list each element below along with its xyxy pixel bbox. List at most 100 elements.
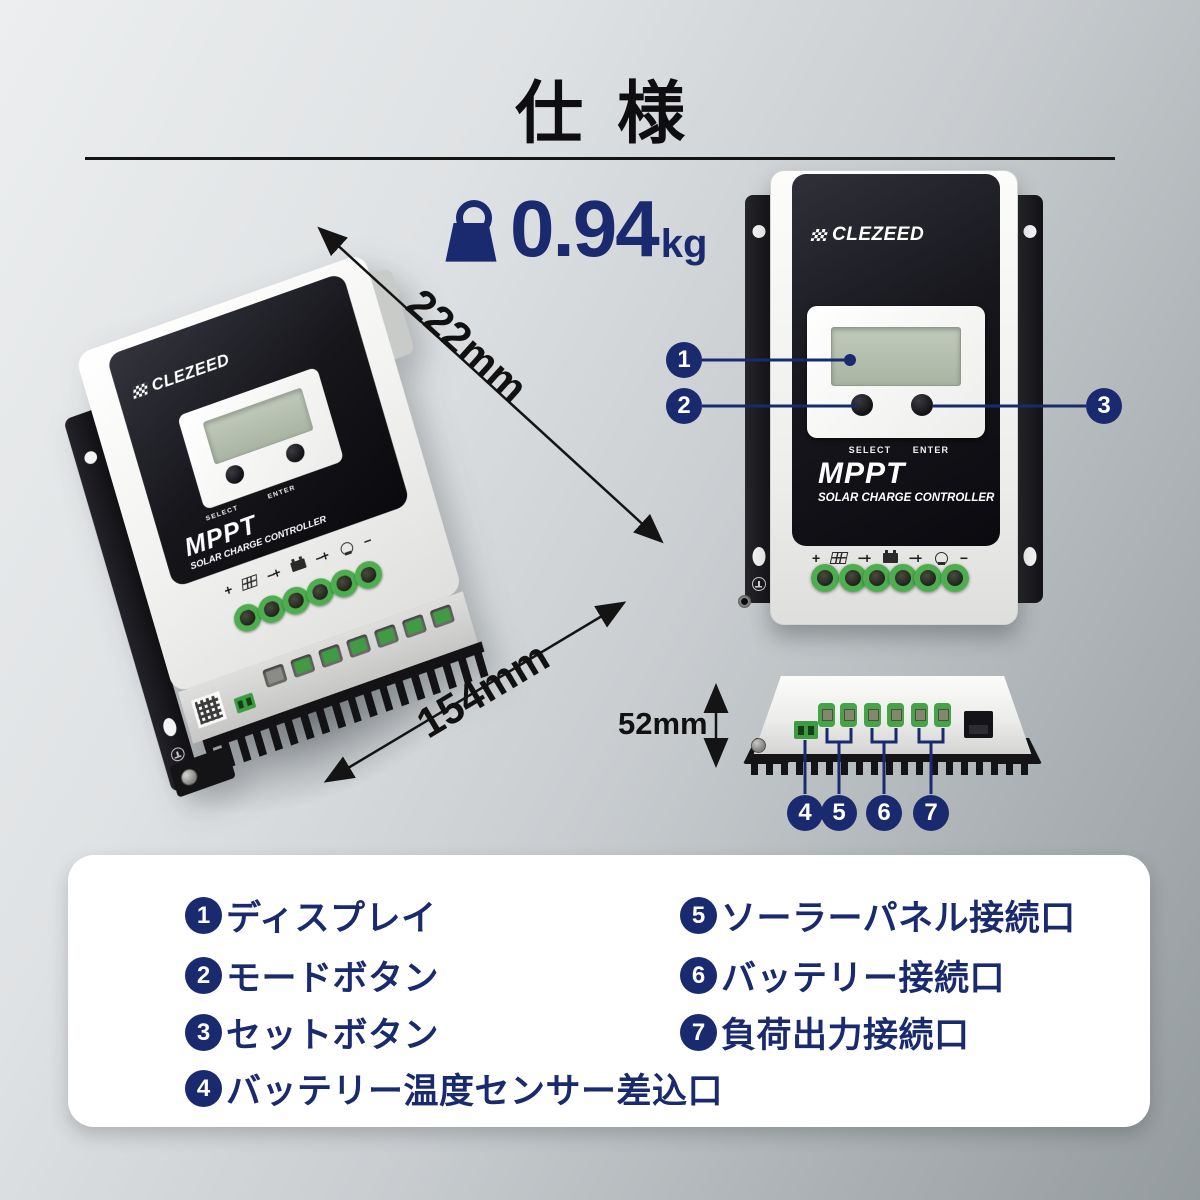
screw-hole	[160, 716, 178, 739]
terminal-screw	[863, 564, 891, 592]
minus-sign: −	[959, 550, 968, 566]
legend-label: ディスプレイ	[226, 899, 437, 938]
legend-item-temp-sensor: 4 バッテリー温度センサー差込口	[185, 1063, 723, 1114]
select-button-label: SELECT	[848, 445, 892, 455]
screw-hole	[82, 449, 99, 466]
mounting-ear	[738, 195, 772, 608]
solar-terminal-signs: + −	[222, 566, 277, 599]
callout-circle-1: 1	[666, 342, 702, 378]
callout-circle-2: 2	[666, 388, 702, 424]
screw-knob	[751, 738, 766, 753]
qr-pattern	[194, 694, 224, 725]
battery-terminal	[864, 703, 881, 727]
checkered-flag-icon	[810, 229, 829, 241]
lcd-bezel	[807, 306, 985, 438]
lcd-screen	[831, 327, 961, 386]
load-terminal-signs: + −	[914, 550, 968, 566]
enter-button	[283, 441, 307, 465]
title-divider	[85, 157, 1115, 160]
select-button	[851, 394, 873, 416]
legend-label: バッテリー接続口	[721, 959, 1006, 998]
battery-terminal-signs: + −	[863, 550, 917, 566]
terminal-screw	[811, 564, 839, 592]
callout-circle-5: 5	[821, 795, 857, 831]
callout-circle-3: 3	[1086, 388, 1122, 424]
legend-item-battery-port: 6 バッテリー接続口	[680, 950, 1005, 1001]
product-subtitle: SOLAR CHARGE CONTROLLER	[818, 492, 995, 504]
page-title: 仕様	[514, 76, 719, 152]
legend-number: 1	[185, 897, 222, 934]
lcd-bezel	[177, 366, 345, 511]
legend-item-display: 1 ディスプレイ	[185, 890, 437, 941]
legend-label: モードボタン	[226, 959, 440, 998]
plus-sign: +	[863, 550, 872, 566]
callout-circle-4: 4	[787, 795, 823, 831]
ground-icon	[751, 577, 766, 591]
dimension-label-height: 52mm	[618, 706, 708, 741]
legend-number: 7	[680, 1014, 717, 1051]
screw-hole	[752, 547, 765, 566]
legend-number: 4	[185, 1070, 222, 1107]
qr-code-sticker	[190, 691, 227, 729]
legend-label: 負荷出力接続口	[721, 1016, 970, 1055]
weight-spec: 0.94 kg	[442, 184, 707, 273]
terminal-opening	[289, 653, 316, 679]
solar-terminal-signs: + −	[812, 550, 866, 566]
solar-panel-icon	[241, 573, 258, 592]
device-faceplate: CLEZEED SELECT ENTER MPPT SOLAR CHARGE C…	[792, 174, 1000, 546]
plus-sign: +	[812, 550, 821, 566]
plus-sign: +	[222, 581, 235, 599]
terminal-opening	[429, 603, 456, 629]
brand-name: CLEZEED	[832, 224, 925, 245]
legend-label: ソーラーパネル接続口	[721, 899, 1076, 938]
load-terminal-signs: + −	[319, 531, 374, 565]
minus-sign: −	[361, 531, 374, 550]
temp-sensor-socket	[233, 692, 257, 714]
brand-logo: CLEZEED	[131, 350, 232, 402]
terminal-screw	[941, 564, 969, 592]
device-bottom-view	[743, 676, 1042, 776]
minus-sign: −	[857, 550, 866, 566]
select-button	[223, 462, 247, 487]
terminal-opening	[317, 643, 344, 669]
screw-hole	[752, 225, 765, 238]
lamp-icon	[338, 540, 355, 557]
minus-sign: −	[908, 550, 917, 566]
terminal-opening	[345, 633, 372, 659]
legend-item-set-button: 3 セットボタン	[185, 1007, 439, 1058]
terminal-screw	[914, 564, 942, 592]
legend-number: 3	[185, 1014, 222, 1051]
screw-hole	[1023, 225, 1036, 238]
weight-icon-body	[445, 222, 497, 262]
solar-terminal	[840, 703, 857, 727]
screw-hole	[1023, 547, 1036, 566]
weight-icon	[442, 199, 500, 262]
legend-item-load-port: 7 負荷出力接続口	[680, 1007, 970, 1058]
load-terminal	[934, 703, 951, 727]
sensor-jack	[738, 595, 751, 608]
battery-icon	[289, 558, 307, 573]
legend-label: セットボタン	[226, 1016, 440, 1055]
terminal-opening	[262, 663, 288, 689]
legend-number: 5	[680, 897, 717, 934]
brand-logo: CLEZEED	[810, 224, 925, 246]
lamp-icon	[934, 551, 948, 565]
device-front-view: CLEZEED SELECT ENTER MPPT SOLAR CHARGE C…	[738, 170, 1043, 625]
heatsink-fins	[751, 754, 1034, 775]
terminal-opening	[401, 613, 428, 639]
temp-sensor-socket	[794, 721, 818, 739]
screw-knob	[178, 766, 200, 788]
product-name: MPPT	[818, 457, 906, 490]
weight-value: 0.94	[510, 184, 660, 273]
legend-number: 6	[680, 957, 717, 994]
checkered-flag-icon	[133, 382, 148, 400]
battery-terminal-signs: + −	[271, 549, 326, 582]
enter-button	[911, 394, 933, 416]
legend-item-solar-port: 5 ソーラーパネル接続口	[680, 890, 1076, 941]
solar-terminal	[818, 703, 835, 727]
callout-circle-6: 6	[866, 795, 902, 831]
enter-button-label: ENTER	[912, 445, 950, 455]
plus-sign: +	[914, 550, 923, 566]
enter-button-label: ENTER	[266, 484, 297, 501]
